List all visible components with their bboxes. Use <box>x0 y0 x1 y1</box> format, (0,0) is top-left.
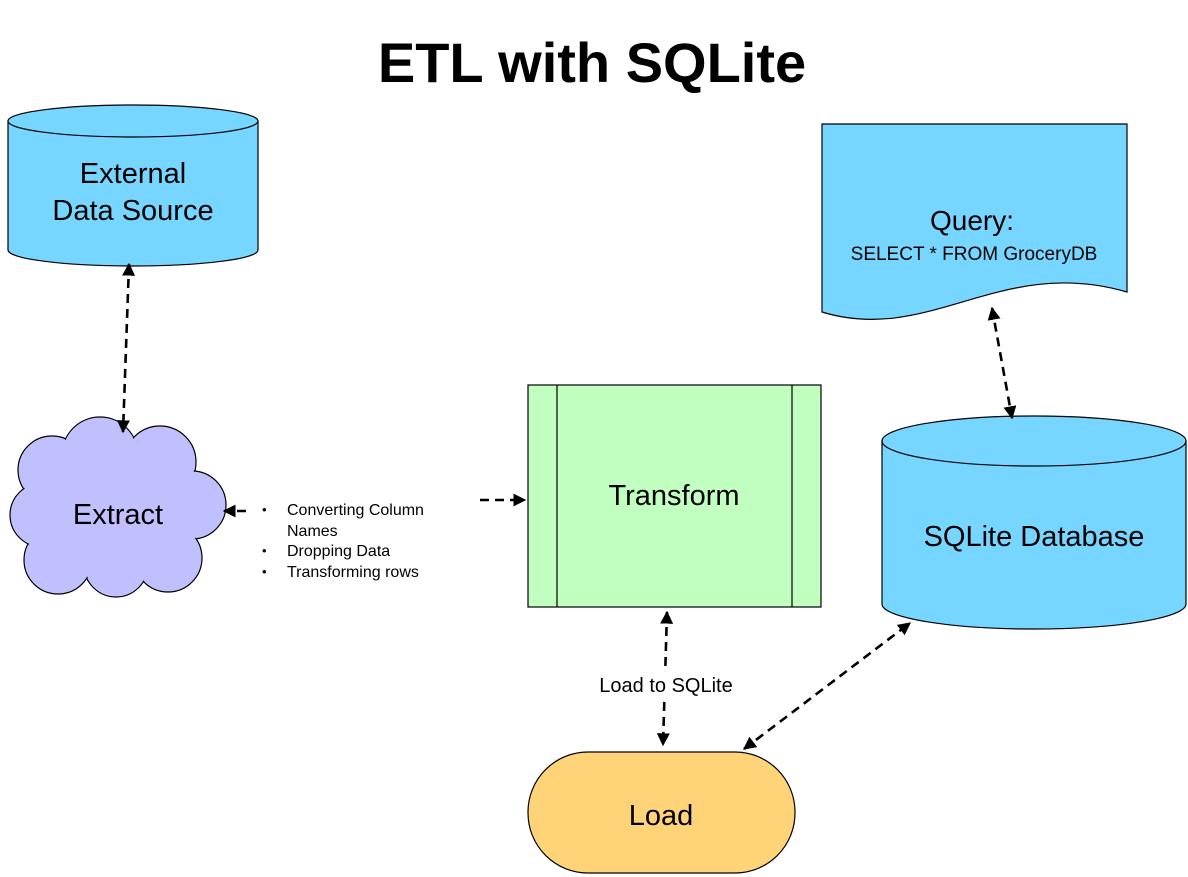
transform-steps-list: • Converting Column Names • Dropping Dat… <box>262 502 424 581</box>
source-label-line2: Data Source <box>52 195 213 227</box>
transform-label: Transform <box>608 480 739 512</box>
database-cylinder-top <box>881 415 1187 467</box>
external-data-source-node[interactable]: External Data Source <box>7 104 259 267</box>
edge-load-database <box>742 621 912 751</box>
query-document-shape <box>821 123 1128 321</box>
edge-query-database <box>987 306 1017 420</box>
step-item: Converting Column <box>287 502 424 519</box>
load-label: Load <box>629 800 694 832</box>
query-label: Query: <box>930 205 1014 236</box>
edge-label-background <box>588 672 746 700</box>
load-terminal <box>527 751 796 874</box>
edge-label-load-to-sqlite: Load to SQLite <box>599 675 732 697</box>
step-item-continued: Names <box>287 523 338 540</box>
page-title: ETL with SQLite <box>378 31 806 94</box>
query-document-node[interactable]: Query: SELECT * FROM GroceryDB <box>821 123 1128 321</box>
query-sql: SELECT * FROM GroceryDB <box>851 244 1098 265</box>
database-label: SQLite Database <box>924 521 1145 553</box>
extract-cloud-fill <box>11 418 225 596</box>
step-item: Dropping Data <box>287 543 390 560</box>
extract-label: Extract <box>73 499 163 531</box>
source-cylinder-top <box>7 104 259 138</box>
edge-source-extract <box>116 262 136 434</box>
transform-node[interactable]: Transform <box>527 384 822 608</box>
step-bullet: • <box>262 502 267 517</box>
load-node[interactable]: Load <box>527 751 796 874</box>
extract-node[interactable]: Extract <box>9 416 227 598</box>
source-label-line1: External <box>80 158 186 190</box>
step-bullet: • <box>262 543 267 558</box>
database-cylinder-body <box>881 440 1187 630</box>
transform-box <box>527 384 822 608</box>
step-bullet: • <box>262 564 267 579</box>
step-item: Transforming rows <box>287 564 419 581</box>
source-cylinder-body <box>7 120 259 267</box>
sqlite-database-node[interactable]: SQLite Database <box>881 415 1187 630</box>
